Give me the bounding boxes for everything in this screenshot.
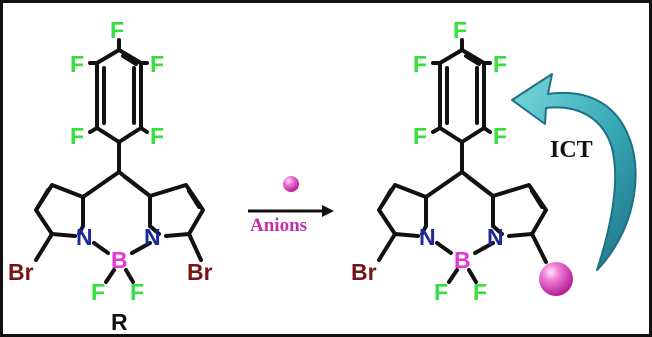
product-f-lower-left: F [413,123,427,149]
reactant-br-left: Br [8,259,34,285]
product-f-upper-left: F [413,51,427,77]
product-f-lower-right: F [493,123,507,149]
reactant-bf-right: F [130,279,144,305]
reactant-f-upper-right: F [150,51,164,77]
reactant-n-right: N [144,224,161,250]
substituent-sphere-icon [539,262,573,296]
reactant-f-upper-left: F [70,51,84,77]
product-b-center: B [454,247,471,273]
reactant-bf-left: F [91,279,105,305]
product-molecule [377,38,548,284]
reactant-f-lower-left: F [70,123,84,149]
product-n-left: N [419,224,436,250]
reactant-f-top: F [110,17,124,43]
product-f-top: F [453,17,467,43]
reagent-label: Anions [250,215,307,236]
product-bf-left: F [434,279,448,305]
reactant-label: R [111,309,128,335]
ict-label: ICT [550,137,593,163]
reactant-b-center: B [111,247,128,273]
product-n-right: N [487,224,504,250]
reactant-f-lower-right: F [150,123,164,149]
product-bf-right: F [473,279,487,305]
reaction-arrow [248,205,334,217]
product-f-upper-right: F [493,51,507,77]
curved-arrow-icon [511,73,637,271]
reactant-br-right: Br [187,259,213,285]
pink-sphere-icon [283,176,299,192]
product-br-left: Br [351,259,377,285]
reactant-n-left: N [76,224,93,250]
reactant-molecule [34,38,205,284]
